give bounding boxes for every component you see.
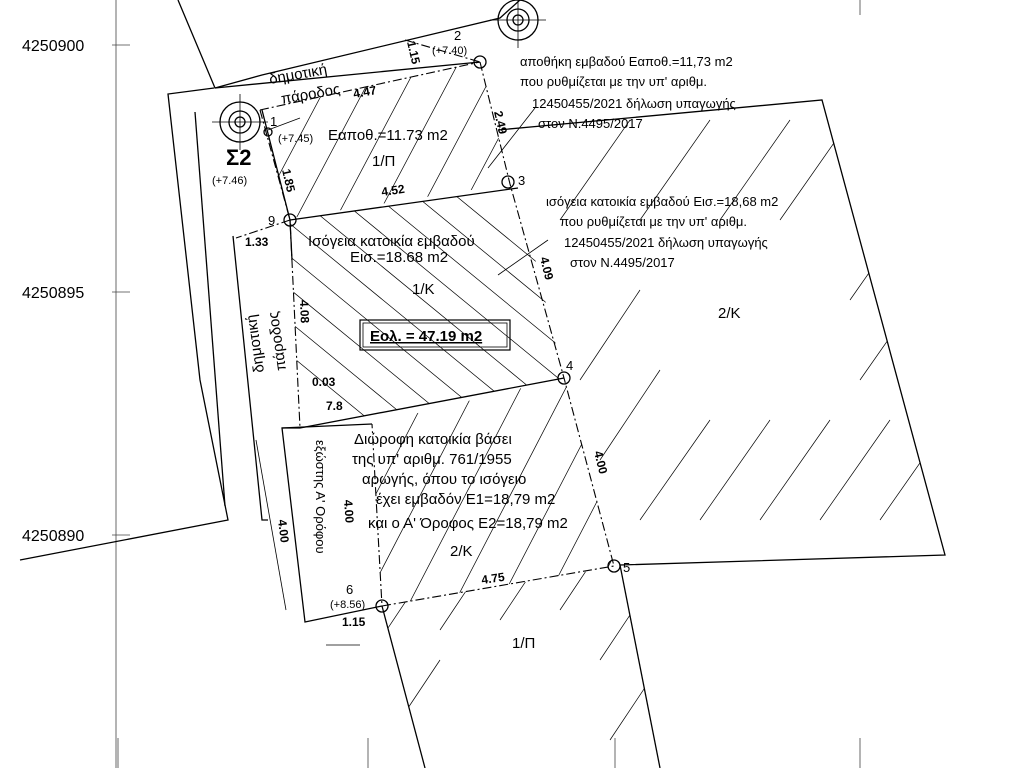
dim-1-15-top: 1.15: [404, 40, 423, 66]
point-6-label: 6: [346, 582, 353, 597]
point-1-label: 1: [270, 114, 277, 129]
station-name: Σ2: [226, 145, 251, 170]
station-symbol-top: [490, 0, 546, 48]
point-markers: [263, 55, 621, 613]
total-area-box: [359, 319, 511, 351]
storage-code-label: 1/Π: [372, 153, 395, 170]
total-area-label: Εολ. = 47.19 m2: [370, 328, 482, 345]
dim-1-15-bottom: 1.15: [342, 615, 366, 629]
leader-lines: [255, 107, 549, 646]
grid-marks: [112, 0, 861, 768]
point-2-label: 2: [454, 28, 461, 43]
point-3-label: 3: [518, 173, 525, 188]
ground-note-line-1: ισόγεια κατοικία εμβαδού Εισ.=18,68 m2: [546, 194, 778, 209]
bottom-plot-code: 1/Π: [512, 635, 535, 652]
dim-4-08: 4.08: [297, 300, 312, 324]
ground-note-line-3: 12450455/2021 δήλωση υπαγωγής: [564, 235, 768, 250]
dim-4-00-mid: 4.00: [341, 499, 357, 524]
storage-note-line-2: που ρυθμίζεται με την υπ' αριθμ.: [520, 74, 707, 89]
plot-boundaries: [214, 61, 946, 768]
dim-0-03: 0.03: [312, 375, 336, 389]
station-elevation: (+7.46): [212, 175, 247, 187]
balcony-label: εξώστης Α' Ορόφου: [313, 440, 328, 554]
left-street-label-2: πάροδος: [265, 310, 290, 371]
dim-4-00-left: 4.00: [275, 519, 292, 544]
street-outline: [19, 0, 521, 561]
two-storey-note-line-2: της υπ' αριθμ. 761/1955: [352, 451, 512, 468]
house-label-line-2: Εισ.=18.68 m2: [350, 249, 448, 266]
station-symbol: [212, 94, 268, 150]
dim-7-8: 7.8: [326, 399, 343, 413]
point-5-label: 5: [623, 560, 630, 575]
dim-1-33: 1.33: [245, 235, 269, 249]
house-code-label: 1/K: [412, 281, 435, 298]
top-street-label-2: πάροδος: [280, 81, 342, 108]
two-storey-note-line-3: αρωγής, όπου το ισόγειο: [362, 471, 526, 488]
northing-label-2: 4250895: [22, 285, 84, 302]
hatch-house: [290, 188, 564, 428]
dim-4-00-right: 4.00: [591, 449, 610, 475]
point-2-elevation: (+7.40): [432, 45, 467, 57]
hatch-right-plot: [559, 119, 945, 521]
dim-4-75: 4.75: [480, 570, 505, 587]
dim-4-47: 4.47: [352, 83, 378, 101]
two-storey-note-line-4: έχει εμβαδόν Ε1=18,79 m2: [376, 491, 555, 508]
northing-label-1: 4250900: [22, 38, 84, 55]
storage-note-line-1: αποθήκη εμβαδού Εαποθ.=11,73 m2: [520, 54, 733, 69]
northing-label-3: 4250890: [22, 528, 84, 545]
property-lines: [235, 39, 615, 607]
ground-note-line-2: που ρυθμίζεται με την υπ' αριθμ.: [560, 214, 747, 229]
two-storey-code-label: 2/K: [450, 543, 473, 560]
total-area-box-inner: [362, 322, 508, 348]
right-plot-code: 2/K: [718, 305, 741, 322]
point-4-label: 4: [566, 358, 573, 373]
two-storey-note-line-5: και ο Α' Όροφος Ε2=18,79 m2: [368, 515, 568, 532]
two-storey-note-line-1: Διώροφη κατοικία βάσει: [354, 431, 512, 448]
storage-note-line-4: στον Ν.4495/2017: [538, 116, 643, 131]
point-9-label: 9: [268, 213, 275, 228]
point-1-elevation: (+7.45): [278, 133, 313, 145]
point-6-elevation: (+8.56): [330, 599, 365, 611]
storage-note-line-3: 12450455/2021 δήλωση υπαγωγής: [532, 96, 736, 111]
dim-4-09: 4.09: [537, 255, 556, 281]
storage-area-label: Εαποθ.=11.73 m2: [328, 127, 448, 144]
ground-note-line-4: στον Ν.4495/2017: [570, 255, 675, 270]
house-label-line-1: Ισόγεια κατοικία εμβαδού: [308, 233, 475, 250]
dim-1-85: 1.85: [279, 168, 298, 194]
dim-2-49: 2.49: [491, 110, 510, 136]
dim-4-52: 4.52: [380, 182, 405, 199]
